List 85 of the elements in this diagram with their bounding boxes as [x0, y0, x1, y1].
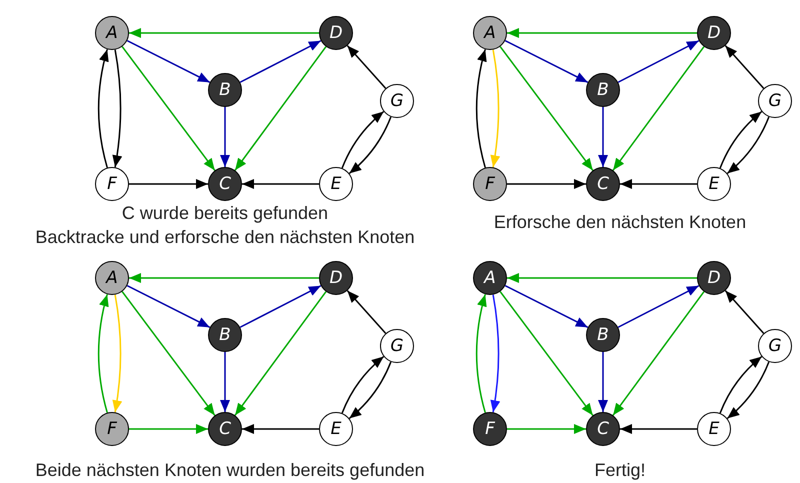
- arrow: [126, 284, 210, 328]
- graph-node: C: [586, 412, 620, 446]
- step-caption: C wurde bereits gefunden: [122, 202, 328, 224]
- arrow: [612, 46, 705, 171]
- graph-node: E: [319, 167, 353, 201]
- arrow: [618, 40, 700, 83]
- arrow: [476, 294, 487, 413]
- arrow: [726, 116, 770, 174]
- arrow: [98, 49, 109, 168]
- arrow: [490, 294, 500, 412]
- arrow: [507, 273, 697, 283]
- graph-node: F: [95, 167, 129, 201]
- graph-node: F: [473, 412, 507, 446]
- arrow: [490, 50, 500, 168]
- arrow: [129, 424, 208, 434]
- graph-node: D: [697, 261, 731, 295]
- arrow: [341, 356, 384, 414]
- graph-node: C: [208, 167, 242, 201]
- graph-node: B: [586, 73, 620, 107]
- arrow: [476, 49, 487, 168]
- graph-node: B: [208, 318, 242, 352]
- graph-node: D: [319, 261, 353, 295]
- arrow: [719, 111, 762, 168]
- arrow: [507, 424, 586, 434]
- arrow: [242, 424, 319, 434]
- arrow: [507, 179, 586, 189]
- arrow: [346, 290, 386, 334]
- graph-node: A: [95, 16, 129, 50]
- arrow: [242, 179, 319, 189]
- arrow: [122, 291, 216, 416]
- graph-node: G: [380, 329, 414, 363]
- arrow: [122, 46, 216, 171]
- arrow: [234, 46, 327, 171]
- arrow: [112, 50, 122, 168]
- step-caption: Beide nächsten Knoten wurden bereits gefunden: [35, 459, 425, 481]
- graph-node: D: [319, 16, 353, 50]
- arrow: [126, 40, 210, 84]
- graph-node: F: [473, 167, 507, 201]
- graph-node: G: [758, 84, 792, 118]
- graph-node: E: [697, 167, 731, 201]
- arrow: [348, 362, 392, 419]
- arrow: [620, 424, 697, 434]
- graph-node: C: [208, 412, 242, 446]
- arrow: [620, 179, 697, 189]
- arrow: [724, 290, 764, 334]
- arrow: [504, 284, 588, 328]
- arrow: [220, 107, 230, 167]
- arrow: [500, 291, 594, 416]
- step-caption: Fertig!: [594, 459, 646, 481]
- arrow: [129, 28, 319, 38]
- arrow: [129, 179, 208, 189]
- graph-node: G: [380, 84, 414, 118]
- arrow: [240, 40, 322, 83]
- arrow: [234, 291, 327, 416]
- graph-node: B: [586, 318, 620, 352]
- graph-node: A: [95, 261, 129, 295]
- graph-node: B: [208, 73, 242, 107]
- arrow: [598, 107, 608, 167]
- graph-node: A: [473, 261, 507, 295]
- graph-node: G: [758, 329, 792, 363]
- arrow: [240, 285, 322, 328]
- arrow: [618, 285, 700, 328]
- graph-node: E: [697, 412, 731, 446]
- graph-node: F: [95, 412, 129, 446]
- arrow: [726, 362, 770, 419]
- arrow: [346, 45, 386, 89]
- arrow: [612, 291, 705, 416]
- arrow: [724, 45, 764, 89]
- arrow: [504, 40, 588, 84]
- arrow: [348, 116, 392, 174]
- arrow: [598, 352, 608, 412]
- step-caption: Backtracke und erforsche den nächsten Knoten: [35, 226, 415, 248]
- graph-node: A: [473, 16, 507, 50]
- arrow: [129, 273, 319, 283]
- graph-node: C: [586, 167, 620, 201]
- arrow: [98, 294, 109, 413]
- arrow: [500, 46, 594, 171]
- arrow: [507, 28, 697, 38]
- step-caption: Erforsche den nächsten Knoten: [494, 211, 746, 233]
- arrow: [341, 111, 384, 168]
- arrow: [220, 352, 230, 412]
- graph-node: D: [697, 16, 731, 50]
- arrow: [719, 356, 762, 414]
- graph-node: E: [319, 412, 353, 446]
- arrow: [112, 294, 122, 412]
